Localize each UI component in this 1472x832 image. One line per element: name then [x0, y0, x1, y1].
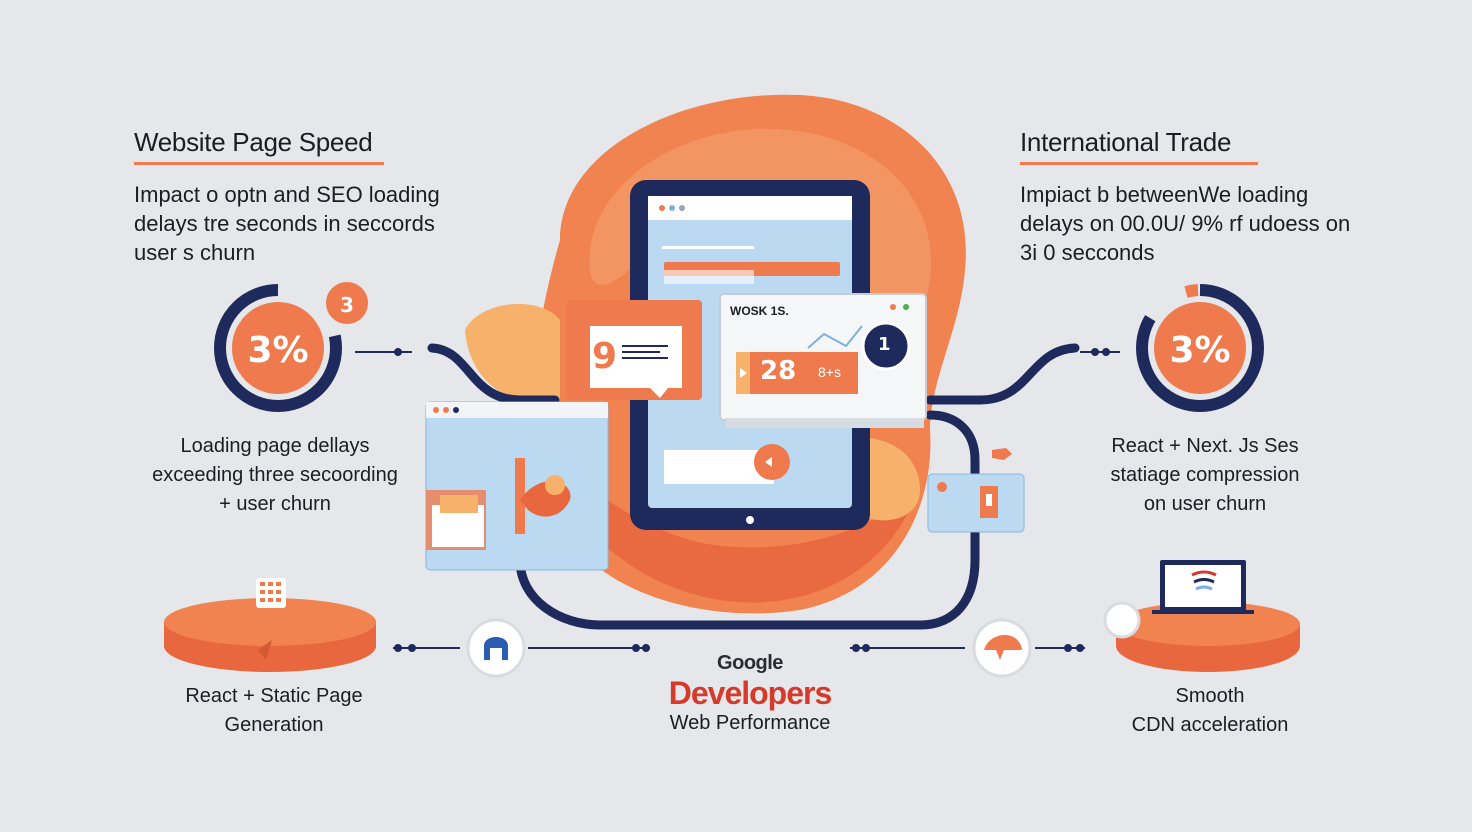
left-paragraph: Impact o optn and SEO loading delays tre…	[134, 180, 534, 267]
right-paragraph-line: delays on 00.0U/ 9% rf udoess on	[1020, 211, 1351, 236]
right-caption-line: statiage compression	[1110, 464, 1300, 486]
right-caption-line: React + Next. Js Ses	[1111, 435, 1299, 457]
window-badge-number: 1	[878, 334, 891, 355]
right-paragraph-line: Impiact b betweenWe loading	[1020, 182, 1309, 207]
bottom-icon-circles	[466, 618, 1032, 678]
bottom-left-caption: React + Static Page Generation	[144, 682, 404, 740]
brand-developers-logo: Developers	[668, 675, 833, 711]
left-stat-value: 3%	[247, 330, 308, 371]
right-stat-donut	[1136, 282, 1264, 412]
bottom-right-caption-line: Smooth	[1175, 685, 1245, 707]
left-badge-label: 3	[340, 293, 354, 317]
left-stat-badge	[322, 278, 372, 328]
right-small-card	[927, 448, 1025, 533]
window-label: WOSK 1S.	[730, 304, 789, 318]
brand-subtitle: Web Performance	[669, 712, 831, 734]
left-stat-label: 3%	[247, 330, 308, 371]
left-heading-underline	[134, 162, 384, 165]
left-stat-badge-value: 3	[340, 293, 354, 317]
right-caption: React + Next. Js Ses statiage compressio…	[1060, 432, 1350, 519]
bottom-right-caption: Smooth CDN acceleration	[1080, 682, 1340, 740]
left-paragraph-line: Impact o optn and SEO loading	[134, 182, 440, 207]
left-paragraph-line: delays tre seconds in seccords	[134, 211, 435, 236]
left-caption-line: + user churn	[219, 493, 331, 515]
right-heading-underline	[1020, 162, 1258, 165]
metric-value: 28	[760, 356, 797, 386]
connector-paths	[427, 343, 1080, 630]
bottom-right-caption-line: CDN acceleration	[1131, 714, 1289, 736]
right-platform	[1103, 560, 1300, 672]
right-heading: International Trade	[1020, 127, 1232, 157]
right-caption-line: on user churn	[1143, 493, 1267, 515]
dash-connectors	[355, 348, 1120, 652]
left-caption-line: Loading page dellays	[180, 435, 370, 457]
metric-suffix: 8+s	[818, 364, 841, 380]
left-caption-line: exceeding three secoording	[152, 464, 398, 486]
left-paragraph-line: user s churn	[134, 240, 256, 265]
right-paragraph-line: 3i 0 secconds	[1020, 240, 1155, 265]
message-card	[566, 300, 702, 400]
right-stat-label: 3%	[1169, 330, 1230, 371]
left-stat-donut	[214, 278, 372, 412]
left-browser-card	[425, 401, 609, 571]
message-card-value: 9	[592, 336, 618, 377]
right-stat-value: 3%	[1169, 330, 1230, 371]
right-paragraph: Impiact b betweenWe loading delays on 00…	[1020, 180, 1440, 267]
bottom-left-caption-line: Generation	[224, 714, 324, 736]
brand-block: Google Developers Web Performance	[640, 652, 860, 735]
bottom-left-caption-line: React + Static Page	[185, 685, 363, 707]
left-caption: Loading page dellays exceeding three sec…	[130, 432, 420, 519]
brand-google-logo: Google	[717, 652, 783, 674]
left-heading: Website Page Speed	[134, 127, 373, 157]
left-platform	[164, 578, 376, 672]
metric-window	[719, 293, 927, 428]
